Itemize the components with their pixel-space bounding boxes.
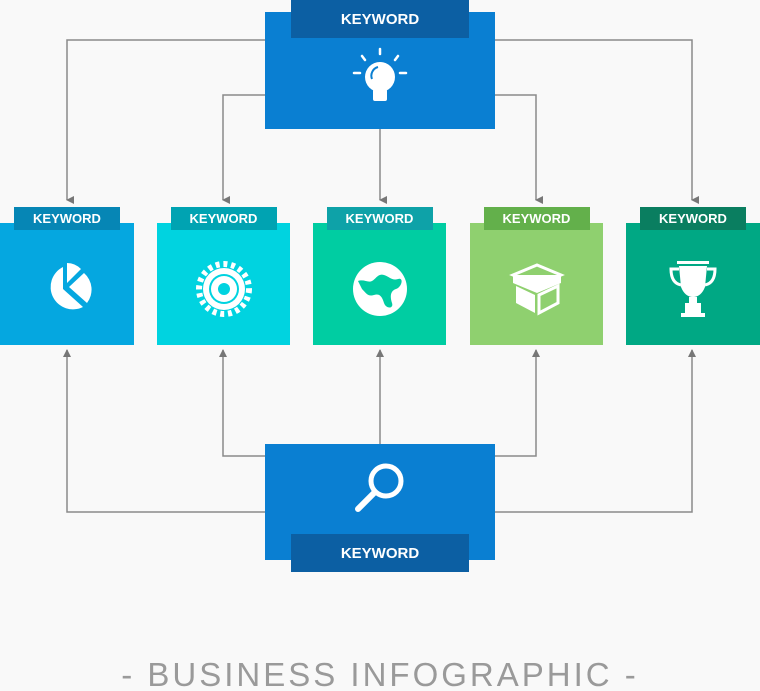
card-keyword-label: KEYWORD [14, 207, 120, 230]
keyword-card [470, 223, 603, 345]
gear-icon [194, 259, 254, 324]
footer-title: - BUSINESS INFOGRAPHIC - [121, 656, 639, 691]
keyword-card [626, 223, 760, 345]
card-keyword-label: KEYWORD [326, 207, 433, 230]
card-keyword-label: KEYWORD [640, 207, 746, 230]
lightbulb-icon [352, 47, 408, 101]
box-icon [507, 259, 567, 324]
keyword-card [157, 223, 290, 345]
card-keyword-label: KEYWORD [483, 207, 590, 230]
magnifier-icon [355, 463, 404, 512]
top-keyword-label: KEYWORD [291, 0, 469, 38]
globe-icon [350, 259, 410, 324]
bottom-keyword-label: KEYWORD [291, 534, 469, 572]
pie-chart-icon [37, 259, 97, 324]
keyword-card [313, 223, 446, 345]
card-keyword-label: KEYWORD [170, 207, 277, 230]
keyword-card [0, 223, 134, 345]
trophy-icon [663, 259, 723, 324]
